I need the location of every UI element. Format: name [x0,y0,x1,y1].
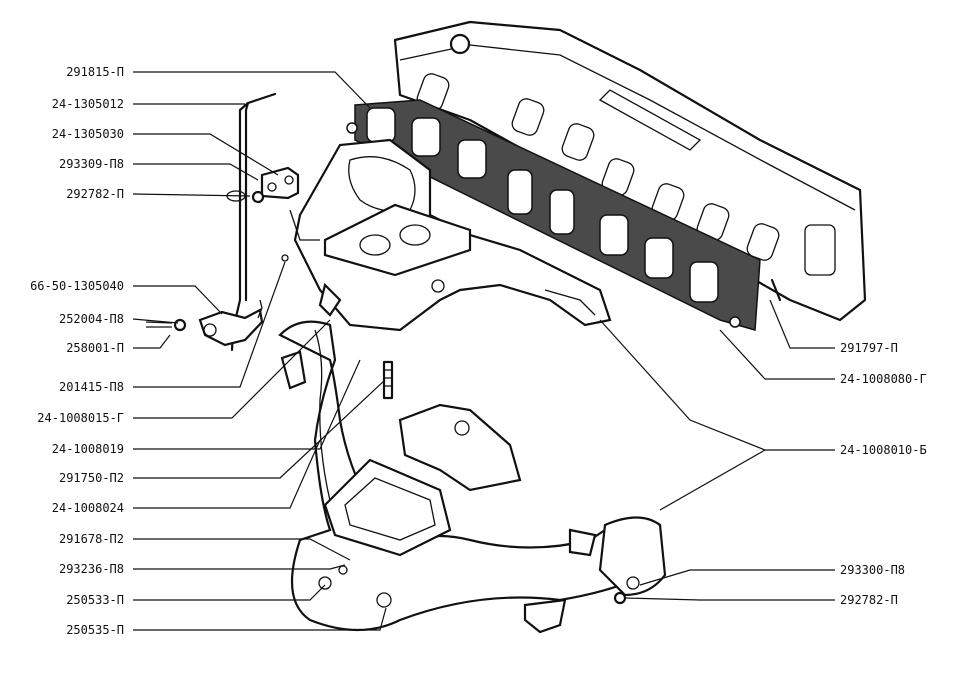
callout-252004-p8: 252004-П8 [58,312,124,326]
callout-24-1305012: 24-1305012 [51,97,124,111]
callout-291750-p2: 291750-П2 [58,471,124,485]
callout-24-1008019: 24-1008019 [51,442,124,456]
callout-24-1008010-b: 24-1008010-Б [840,443,927,457]
callout-250533-p: 250533-П [66,593,124,607]
callout-24-1305030: 24-1305030 [51,127,124,141]
callout-291797-p: 291797-П [840,341,898,355]
callout-24-1008080-g: 24-1008080-Г [840,372,927,386]
callout-293300-p8: 293300-П8 [840,563,906,577]
callout-250535-p: 250535-П [66,623,124,637]
callout-293236-p8: 293236-П8 [58,562,124,576]
callout-291678-p2: 291678-П2 [58,532,124,546]
callout-258001-p: 258001-П [66,341,124,355]
callout-24-1008024: 24-1008024 [51,501,124,515]
cylinder-head [393,20,867,322]
intake-exhaust-gasket [346,99,761,331]
callout-293309-p8: 293309-П8 [58,157,124,171]
callout-292782-p-right: 292782-П [840,593,898,607]
callout-66-50-1305040: 66-50-1305040 [30,279,124,293]
callout-292782-p: 292782-П [66,187,124,201]
right-leader-lines [599,299,835,601]
intake-manifold [289,138,612,332]
exhaust-manifold [278,320,667,634]
throttle-linkage [145,92,300,352]
left-leader-lines [132,71,387,631]
callout-291815-p: 291815-П [66,65,124,79]
callout-201415-p8: 201415-П8 [58,380,124,394]
callout-24-1008015-g: 24-1008015-Г [37,411,124,425]
